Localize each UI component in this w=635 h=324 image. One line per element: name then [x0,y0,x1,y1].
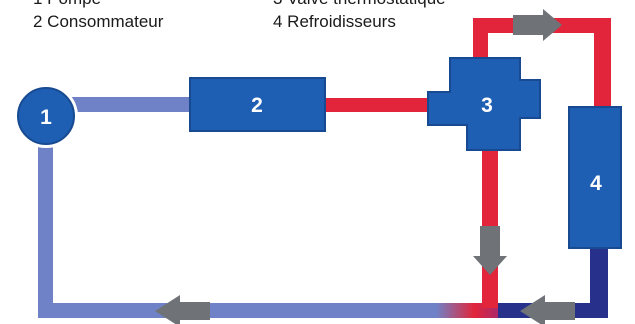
pipe-left-vertical [38,132,53,318]
pump-component: 1 [14,84,78,148]
pipe-pump-to-consumer [66,97,190,112]
flow-arrows [155,9,575,324]
thermostatic-valve-component: 3 [427,57,541,151]
pipe-cooled-down [590,248,608,318]
consumer-component: 2 [189,77,326,132]
valve-number: 3 [481,94,493,117]
flow-arrow-down-icon [473,226,507,275]
pipe-consumer-to-valve [325,98,430,112]
flow-arrow-top-icon [513,9,562,41]
coolers-component: 4 [568,106,622,249]
legend-item-consumer: 2 Consommateur [33,12,164,31]
flow-arrow-bottom-right-icon [520,295,575,324]
pipe-right-down [594,18,611,108]
pipes [38,18,611,318]
coolers-number: 4 [590,172,602,195]
legend-item-pump: 1 Pompe [33,0,101,9]
pump-number: 1 [40,106,52,129]
pipe-bottom-return [38,303,438,318]
legend-item-thermostatic-valve: 3 Valve thermostatique [273,0,446,9]
consumer-number: 2 [251,94,263,117]
flow-arrow-bottom-left-icon [155,295,210,324]
legend-item-coolers: 4 Refroidisseurs [273,12,396,31]
